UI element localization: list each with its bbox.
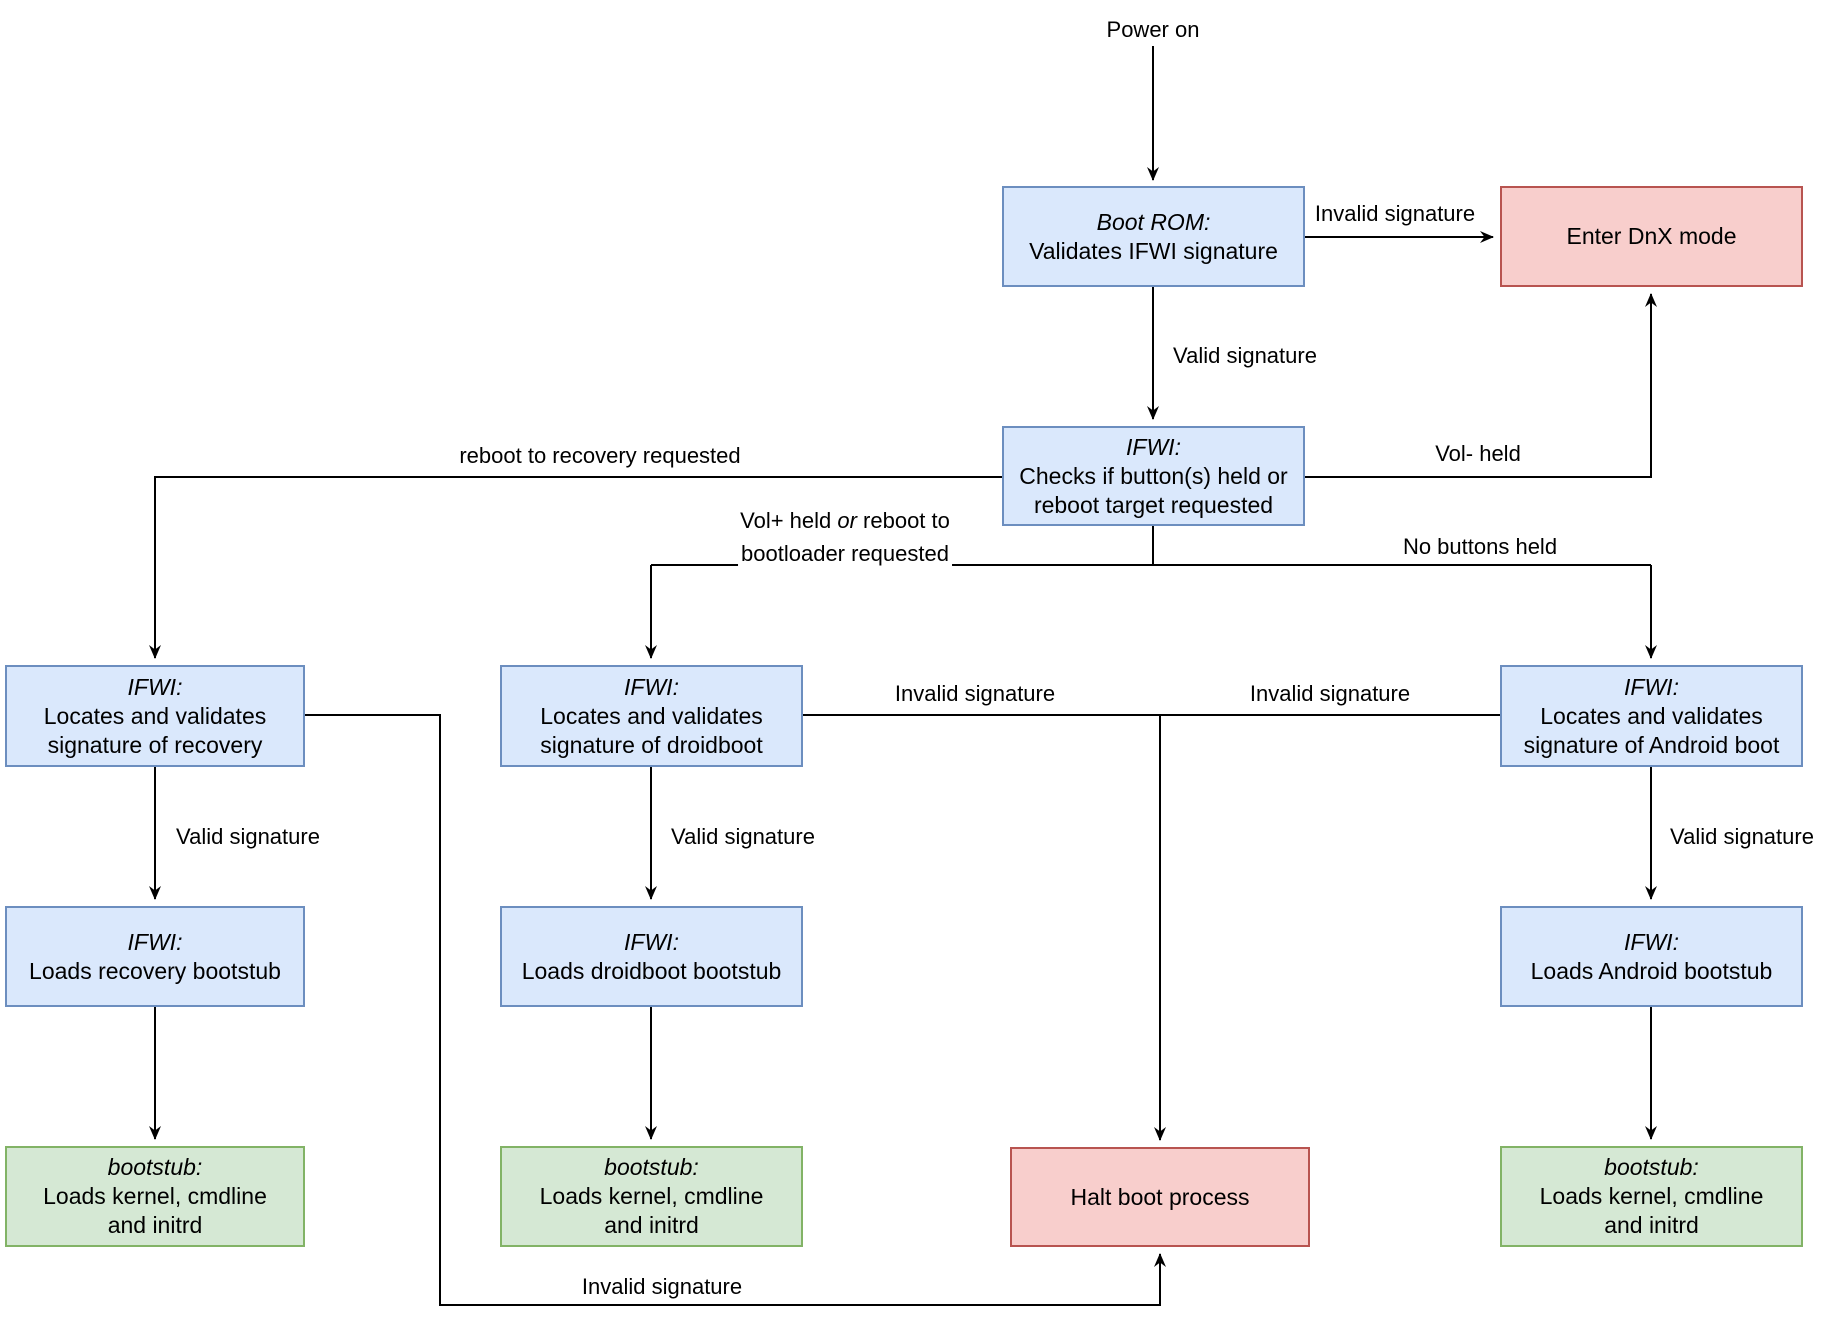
node-ifwi-check-buttons: IFWI: Checks if button(s) held or reboot… xyxy=(1002,426,1305,526)
node-android-bootstub-title: bootstub: xyxy=(1604,1154,1699,1180)
label-power-on: Power on xyxy=(1103,17,1203,43)
node-droidboot-validate-text1: Locates and validates xyxy=(540,702,763,729)
label-valid-signature-android: Valid signature xyxy=(1667,824,1817,850)
node-enter-dnx-mode: Enter DnX mode xyxy=(1500,186,1803,287)
edge-recovery-invalid-to-halt xyxy=(305,714,1166,1306)
node-droidboot-load-text: Loads droidboot bootstub xyxy=(521,957,782,984)
node-droidboot-bootstub-text2: and initrd xyxy=(604,1212,699,1238)
node-boot-rom: Boot ROM: Validates IFWI signature xyxy=(1002,186,1305,287)
node-recovery-bootstub: bootstub: Loads kernel, cmdline and init… xyxy=(5,1146,305,1247)
node-boot-rom-title: Boot ROM: xyxy=(1096,208,1211,235)
label-volplus-held-line1: Vol+ held or reboot to xyxy=(737,508,953,534)
node-droidboot-bootstub-text1: Loads kernel, cmdline xyxy=(539,1183,764,1209)
label-valid-signature-droidboot: Valid signature xyxy=(668,824,818,850)
node-android-load-title: IFWI: xyxy=(1624,928,1679,955)
label-volplus-or: or xyxy=(837,508,857,533)
node-recovery-load-bootstub: IFWI: Loads recovery bootstub xyxy=(5,906,305,1007)
node-enter-dnx-text: Enter DnX mode xyxy=(1566,223,1737,249)
label-no-buttons-held: No buttons held xyxy=(1399,534,1561,560)
node-android-validate-text1: Locates and validates xyxy=(1540,702,1763,729)
node-recovery-validate-text1: Locates and validates xyxy=(43,702,267,729)
label-invalid-signature-android: Invalid signature xyxy=(1246,681,1414,707)
node-droidboot-validate-title: IFWI: xyxy=(624,673,679,700)
node-droidboot-validate: IFWI: Locates and validates signature of… xyxy=(500,665,803,767)
node-android-bootstub: bootstub: Loads kernel, cmdline and init… xyxy=(1500,1146,1803,1247)
label-invalid-signature-top: Invalid signature xyxy=(1311,201,1479,227)
label-reboot-to-recovery: reboot to recovery requested xyxy=(456,443,744,469)
node-ifwi-check-text2: reboot target requested xyxy=(1033,491,1274,518)
node-ifwi-check-title: IFWI: xyxy=(1126,433,1181,460)
node-android-load-bootstub: IFWI: Loads Android bootstub xyxy=(1500,906,1803,1007)
edge-ifwicheck-to-dnx xyxy=(1305,293,1657,478)
label-volplus-pre: Vol+ held xyxy=(740,508,838,533)
node-droidboot-bootstub: bootstub: Loads kernel, cmdline and init… xyxy=(500,1146,803,1247)
node-android-validate-text2: signature of Android boot xyxy=(1523,731,1780,758)
node-recovery-validate-title: IFWI: xyxy=(127,673,183,700)
node-android-bootstub-text1: Loads kernel, cmdline xyxy=(1539,1183,1764,1209)
node-halt-text: Halt boot process xyxy=(1070,1183,1250,1210)
node-android-bootstub-text2: and initrd xyxy=(1604,1212,1699,1238)
node-droidboot-load-bootstub: IFWI: Loads droidboot bootstub xyxy=(500,906,803,1007)
label-volplus-post: reboot to xyxy=(856,508,950,533)
node-recovery-validate: IFWI: Locates and validates signature of… xyxy=(5,665,305,767)
node-recovery-load-text: Loads recovery bootstub xyxy=(29,957,281,984)
node-ifwi-check-text1: Checks if button(s) held or xyxy=(1019,462,1288,489)
node-android-load-text: Loads Android bootstub xyxy=(1530,957,1773,984)
node-recovery-bootstub-title: bootstub: xyxy=(107,1154,203,1180)
node-recovery-bootstub-text1: Loads kernel, cmdline xyxy=(43,1183,267,1209)
label-volplus-held-line2: bootloader requested xyxy=(738,541,952,567)
node-android-validate-title: IFWI: xyxy=(1624,673,1679,700)
label-vol-minus-held: Vol- held xyxy=(1432,441,1524,467)
label-valid-signature-recovery: Valid signature xyxy=(173,824,323,850)
node-recovery-bootstub-text2: and initrd xyxy=(107,1212,203,1238)
edge-ifwicheck-to-recovery xyxy=(149,476,1002,659)
node-boot-rom-text: Validates IFWI signature xyxy=(1029,237,1278,264)
node-droidboot-bootstub-title: bootstub: xyxy=(604,1154,699,1180)
node-recovery-load-title: IFWI: xyxy=(127,928,183,955)
node-android-validate: IFWI: Locates and validates signature of… xyxy=(1500,665,1803,767)
label-invalid-signature-bottom: Invalid signature xyxy=(578,1274,746,1300)
node-droidboot-load-title: IFWI: xyxy=(624,928,679,955)
node-halt-boot-process: Halt boot process xyxy=(1010,1147,1310,1247)
node-recovery-validate-text2: signature of recovery xyxy=(47,731,263,758)
node-droidboot-validate-text2: signature of droidboot xyxy=(540,731,763,758)
label-invalid-signature-droidboot: Invalid signature xyxy=(891,681,1059,707)
label-valid-signature-top: Valid signature xyxy=(1170,343,1320,369)
